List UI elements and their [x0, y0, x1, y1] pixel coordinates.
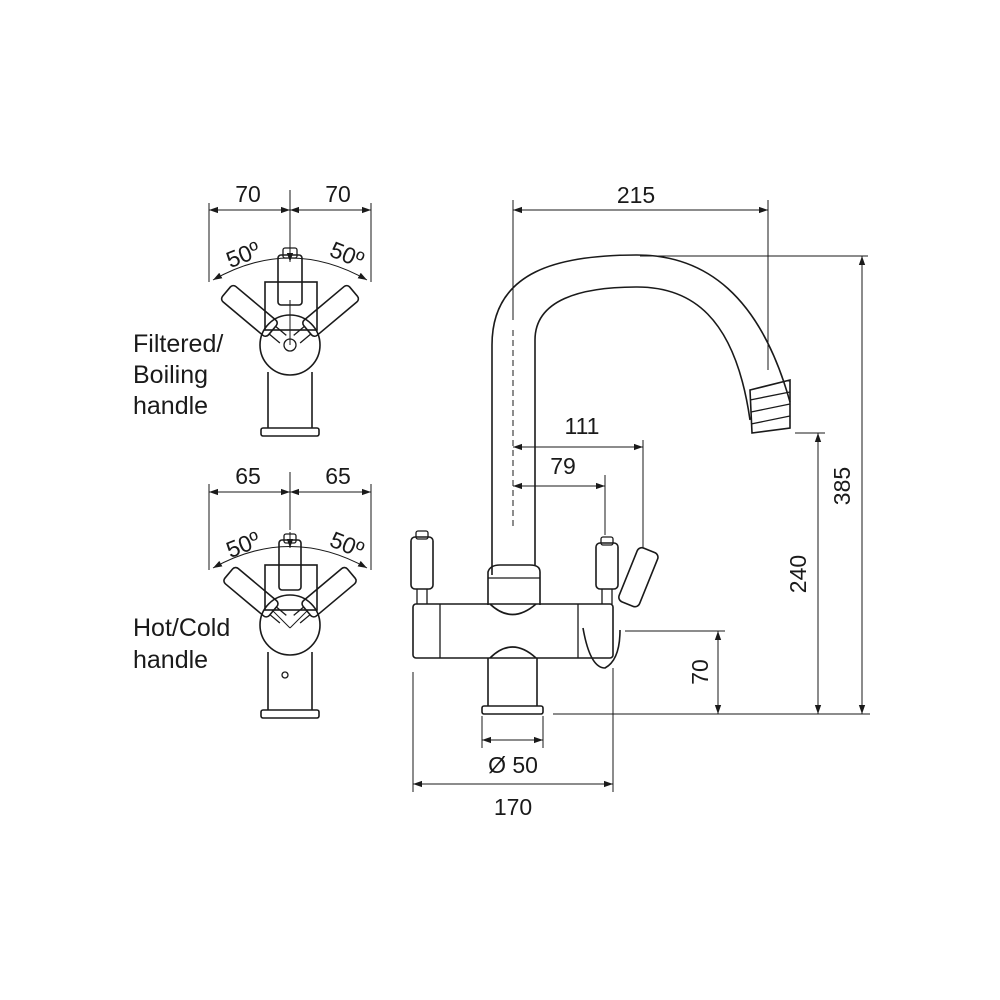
lever-left: [410, 536, 434, 590]
angle-left-label: 50º: [222, 526, 264, 563]
dim-handle-outer: 111: [565, 413, 600, 439]
lever-right: [595, 542, 619, 590]
tap-front-view: 215 111 79: [410, 182, 870, 820]
angle-right-label: 50º: [326, 236, 368, 273]
center-lever: [277, 254, 303, 306]
tap-base: [481, 705, 544, 715]
tap-body: [412, 603, 614, 659]
handle-hub: [259, 594, 321, 656]
label-line1: Filtered/: [133, 330, 223, 358]
dim-left-label: 65: [235, 463, 261, 489]
dim-spout-height: 240: [785, 555, 811, 593]
label-line1: Hot/Cold: [133, 614, 230, 642]
angle-left-label: 50º: [222, 236, 264, 273]
lever-left: [220, 284, 278, 338]
center-lever: [278, 539, 302, 591]
dim-right-label: 70: [325, 181, 351, 207]
lever-right: [302, 284, 360, 338]
dim-left-label: 70: [235, 181, 261, 207]
filtered-boiling-handle-view: 70 70 50º 50º Filtered/ Boiling handle: [133, 181, 372, 437]
dim-handle-inner: 79: [550, 453, 576, 479]
dim-right-label: 65: [325, 463, 351, 489]
spout-inner: [534, 286, 751, 565]
label-line2: Boiling: [133, 361, 208, 389]
dim-body-width: 170: [494, 794, 532, 820]
spout-outer: [491, 254, 791, 575]
base-plate: [260, 709, 320, 719]
base-plate: [260, 427, 320, 437]
dim-base-diameter: Ø 50: [488, 752, 538, 778]
label-line3: handle: [133, 392, 208, 420]
side-handle: [618, 546, 659, 608]
dim-total-height: 385: [829, 467, 855, 505]
angle-right-label: 50º: [326, 526, 368, 563]
dim-spout-reach: 215: [617, 182, 655, 208]
hot-cold-handle-view: 65 65 50º 50º Hot/Cold handle: [133, 463, 372, 719]
central-hub: [487, 564, 541, 605]
dim-base-height: 70: [687, 659, 713, 685]
side-handle-base: [582, 627, 621, 669]
spout-nozzle: [749, 378, 791, 434]
label-line2: handle: [133, 646, 208, 674]
